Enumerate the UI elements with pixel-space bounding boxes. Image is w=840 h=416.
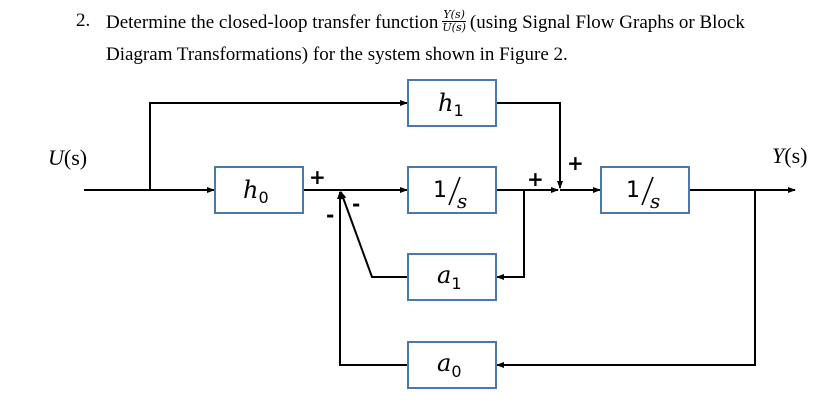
block-a0-var: a (437, 349, 451, 377)
transfer-function-fraction: Y(s) U(s) (442, 9, 466, 34)
sign-sum1-a1: - (352, 192, 360, 216)
block-h0-var: h (243, 176, 258, 204)
question-text-line2: Diagram Transformations) for the system … (106, 44, 568, 65)
a0-feedback-in (496, 190, 756, 368)
block-a1-var: a (437, 261, 451, 289)
block-integrator-2: 1 s (600, 166, 690, 214)
svg-text:a1: a1 (437, 261, 462, 293)
a1-feedback-out (340, 191, 408, 278)
sign-sum1-a0: - (326, 203, 334, 227)
feedforward-to-h1 (149, 100, 408, 190)
block-a0-sub: 0 (451, 362, 461, 381)
output-signal-label: Y(s) (772, 143, 807, 168)
block-h1-sub: 1 (453, 101, 463, 120)
block-h1: h1 (407, 79, 497, 127)
block-a0: a0 (407, 341, 497, 389)
sign-sum1-h0: + (309, 165, 326, 189)
fraction-denominator: U(s) (442, 21, 466, 34)
a1-feedback-in (496, 190, 525, 280)
a0-feedback-out (337, 191, 408, 366)
fraction-numerator: Y(s) (442, 8, 466, 22)
block-h0: h0 (214, 166, 304, 214)
block-h0-sub: 0 (258, 188, 268, 207)
h1-to-sum2 (496, 102, 563, 189)
question-text-after: (using Signal Flow Graphs or Block (469, 11, 745, 33)
block-h1-var: h (438, 89, 453, 117)
question-number: 2. (76, 10, 91, 31)
sign-sum2-h1: + (567, 151, 584, 175)
integrator-2-num: 1 (626, 178, 640, 203)
block-a1: a1 (407, 253, 497, 301)
integrator-1-num: 1 (433, 178, 447, 203)
block-integrator-1: 1 s (407, 166, 497, 214)
svg-text:h0: h0 (243, 176, 269, 207)
block-a1-sub: 1 (451, 274, 461, 293)
question-text-line1: Determine the closed-loop transfer funct… (106, 9, 745, 35)
sign-sum2-integrator1: + (527, 167, 544, 191)
svg-text:a0: a0 (437, 349, 462, 381)
integrator-2-den: s (650, 189, 660, 213)
input-signal-label: U(s) (48, 145, 87, 170)
question-text-before: Determine the closed-loop transfer funct… (106, 11, 439, 33)
integrator-1-den: s (457, 189, 467, 213)
svg-text:h1: h1 (438, 89, 464, 120)
